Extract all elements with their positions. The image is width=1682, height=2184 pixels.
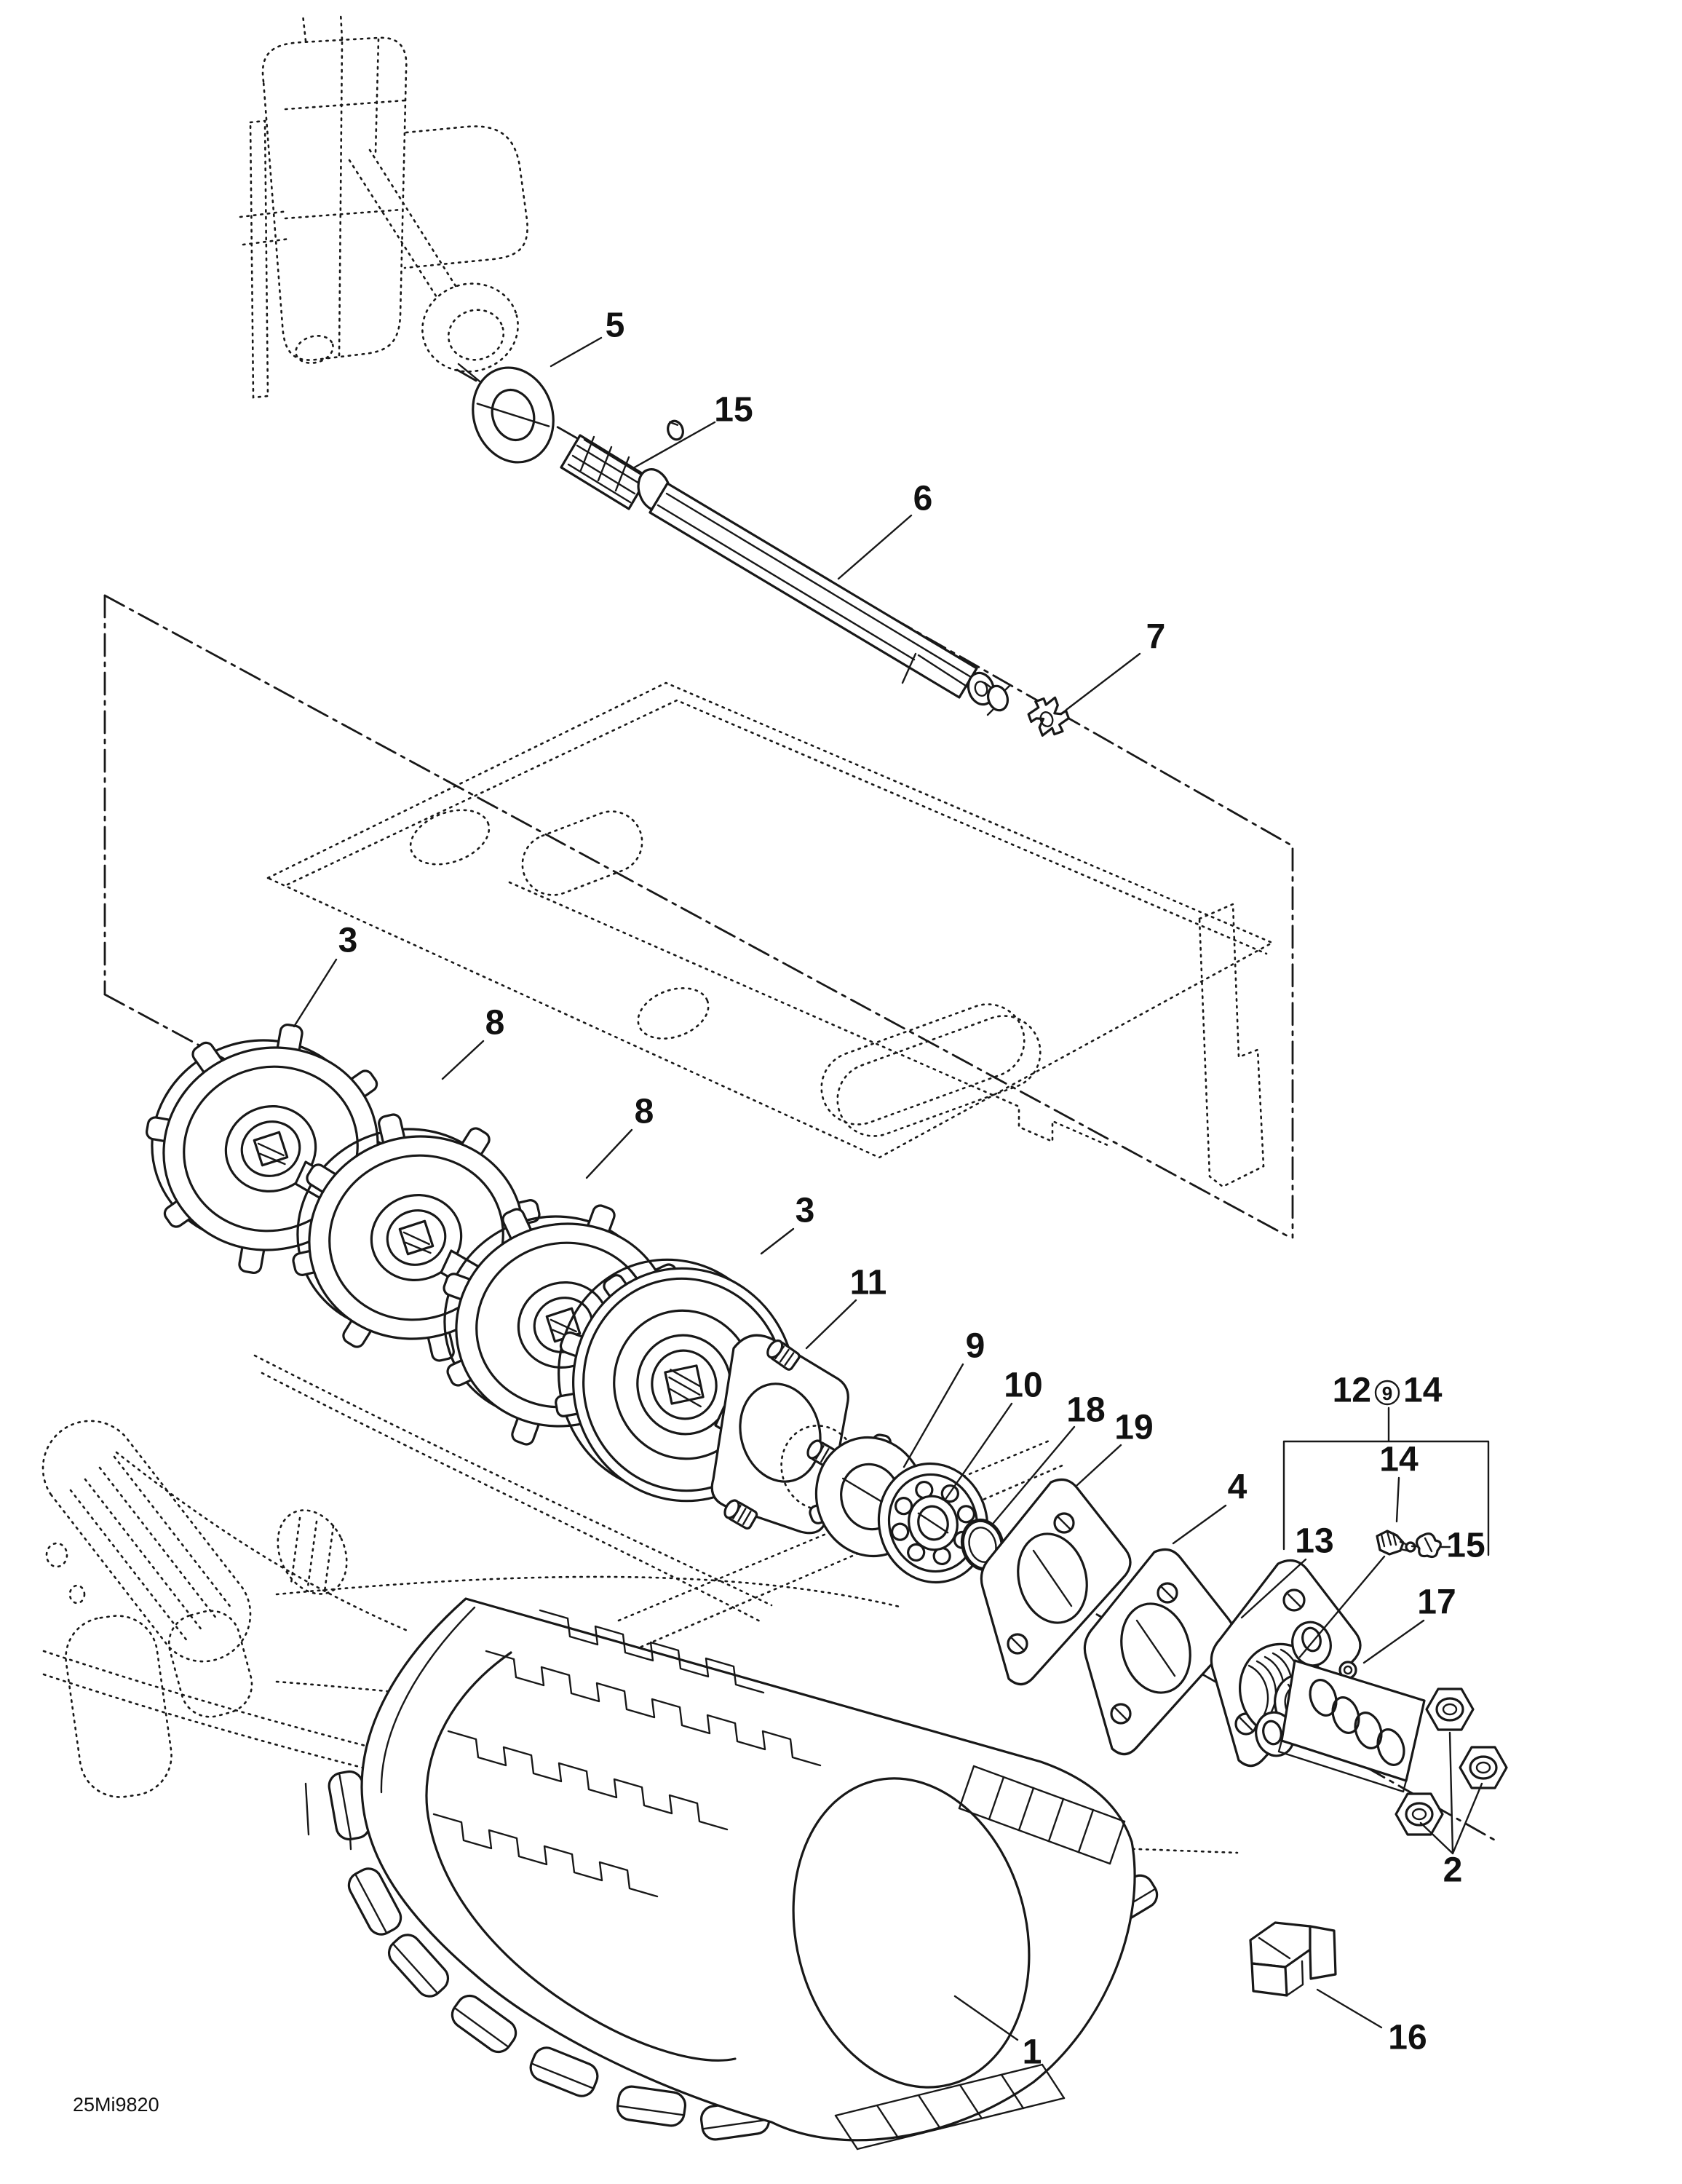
drive-shaft-6 <box>560 434 1012 716</box>
nut-2 <box>1459 1746 1508 1789</box>
gearbox-chaincase <box>239 12 528 399</box>
callout-9: 9 <box>966 1327 985 1366</box>
track-1 <box>328 1597 1159 2151</box>
nut-2 <box>1425 1688 1475 1731</box>
shaft-spline-section <box>560 434 649 510</box>
coupler-7 <box>1027 696 1070 737</box>
leader-lines <box>293 336 1490 2041</box>
upper-shaft-axis-line <box>456 368 1294 1239</box>
flange-stud <box>766 1339 801 1371</box>
tunnel-top-face <box>265 681 1274 1159</box>
callout-16: 16 <box>1388 2019 1427 2057</box>
callout-15-right: 15 <box>1446 1527 1485 1565</box>
tunnel-cutout-slot-2 <box>820 1003 1026 1125</box>
tunnel-phantom-top-diagonal <box>103 594 1292 1239</box>
callout-6: 6 <box>913 480 933 518</box>
callout-11: 11 <box>850 1264 887 1302</box>
callout-3-front: 3 <box>338 922 358 960</box>
callout-2: 2 <box>1443 1851 1463 1890</box>
callout-13: 13 <box>1295 1522 1333 1561</box>
gasket-19 <box>980 1478 1132 1686</box>
callout-8-rear: 8 <box>635 1093 654 1131</box>
callout-15-top: 15 <box>714 391 753 430</box>
callout-1: 1 <box>1023 2033 1042 2072</box>
part-code: 25Mi9820 <box>73 2094 159 2116</box>
grease-fitting-14 <box>1376 1530 1416 1556</box>
circled-9-ring <box>1374 1380 1400 1406</box>
callout-5: 5 <box>606 306 625 345</box>
callout-18: 18 <box>1066 1391 1105 1430</box>
callout-17: 17 <box>1417 1583 1456 1622</box>
callout-labels: 5 15 6 7 3 8 8 3 11 9 10 18 19 4 13 14 1… <box>338 306 1485 2072</box>
callout-7: 7 <box>1146 618 1166 657</box>
group-callout-circled-9: 9 <box>1382 1382 1392 1404</box>
shaft-tube <box>648 482 978 699</box>
group-callout-12: 12 <box>1333 1372 1371 1410</box>
fitting-label-stem <box>1395 1476 1400 1523</box>
seal-washer-5 <box>472 366 555 464</box>
flange-stud <box>723 1499 758 1530</box>
callout-3-wheel: 3 <box>796 1192 815 1230</box>
clip-16 <box>1249 1921 1337 1997</box>
nut-2 <box>1395 1792 1444 1836</box>
tunnel-cutout-oval <box>409 809 491 866</box>
circlip-15 <box>667 419 684 441</box>
gasket-4 <box>1083 1548 1235 1756</box>
callout-8-middle: 8 <box>485 1004 505 1042</box>
callout-4: 4 <box>1228 1468 1247 1507</box>
flange-11 <box>710 1334 849 1535</box>
tunnel-frame <box>265 681 1274 1651</box>
frame-vent-oval <box>277 1509 348 1595</box>
tunnel-cutout-slot <box>521 810 643 896</box>
callout-14: 14 <box>1379 1441 1419 1479</box>
callout-19: 19 <box>1114 1409 1153 1447</box>
group-bracket <box>1282 1440 1490 1556</box>
tunnel-cutout-oval-2 <box>637 987 710 1040</box>
frame-vent-grille <box>41 1420 252 1663</box>
group-callout-14: 14 <box>1403 1372 1443 1410</box>
bearing-10 <box>877 1462 989 1584</box>
tunnel-reinforcement <box>1198 903 1265 1188</box>
group-callout-12-9-14: 12 9 14 <box>1333 1372 1443 1410</box>
callout-10: 10 <box>1004 1366 1042 1405</box>
grease-cap-15 <box>1415 1532 1442 1559</box>
frame-footrest-opening <box>65 1615 172 1798</box>
